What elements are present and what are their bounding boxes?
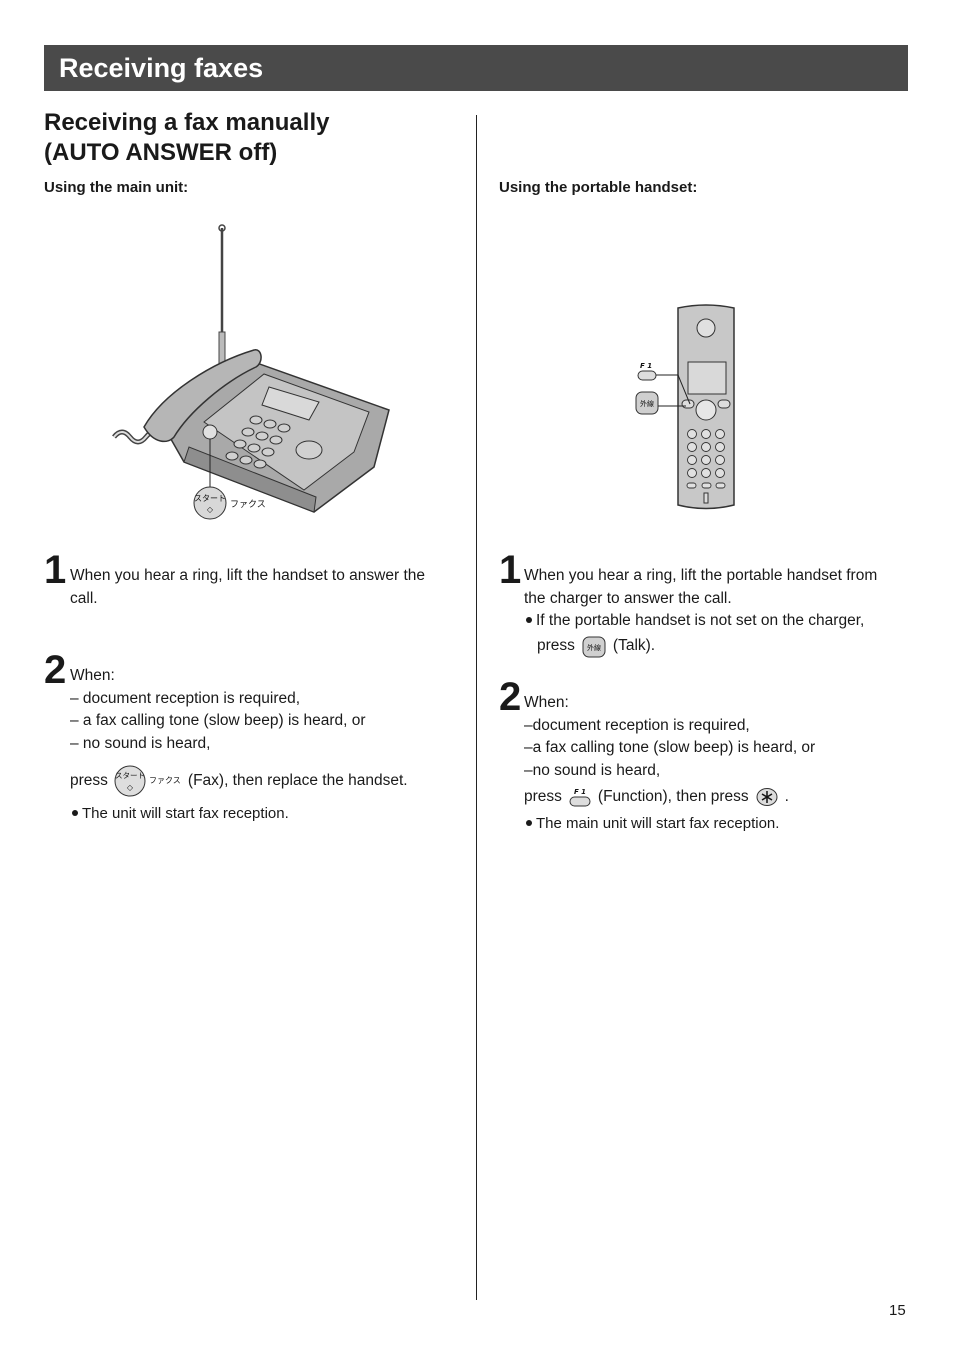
right-step1-press: press (537, 637, 575, 655)
right-step1-line2: the charger to answer the call. (524, 589, 732, 607)
left-step2-after: (Fax), then replace the handset. (187, 771, 408, 789)
talk-button-icon: 外線 (582, 636, 606, 657)
section-title: Receiving a fax manually (AUTO ANSWER of… (44, 108, 464, 168)
fax-start-button-fax-label: ファクス (149, 776, 181, 785)
left-step2-text: When: – document reception is required, … (70, 665, 408, 826)
left-step1-line1: When you hear a ring, lift the handset t… (70, 567, 425, 584)
right-step2-bullet: The main unit will start fax reception. (524, 813, 815, 836)
right-step2-when: When: (524, 694, 569, 711)
left-step2-number: 2 (44, 648, 67, 692)
function-button-label: F 1 (574, 788, 586, 796)
fax-start-button-icon: スタート ◇ ファクス (114, 765, 181, 797)
right-step1-bullet-text: If the portable handset is not set on th… (536, 612, 865, 629)
left-step2-bullet-text: The unit will start fax reception. (82, 805, 289, 822)
svg-text:◇: ◇ (127, 783, 134, 792)
fax-start-button-label: スタート (115, 771, 145, 780)
right-step2-item: –document reception is required, (524, 716, 750, 734)
function-button-icon: F 1 (569, 788, 591, 807)
banner-title: Receiving faxes (59, 53, 264, 83)
page-banner: Receiving faxes (44, 45, 908, 91)
right-step1-bullet: If the portable handset is not set on th… (524, 610, 877, 633)
right-step2-item: –a fax calling tone (slow beep) is heard… (524, 739, 816, 756)
right-step1-press-row: press 外線 (Talk). (524, 635, 877, 659)
talk-button-label: 外線 (587, 643, 601, 652)
talk-label: 外線 (640, 399, 654, 408)
star-button-icon (756, 788, 778, 807)
left-step1-text: When you hear a ring, lift the handset t… (70, 565, 425, 610)
right-step2-middle: (Function), then press (597, 788, 749, 805)
left-step1-line2: call. (70, 589, 98, 607)
left-step1-number: 1 (44, 548, 67, 592)
right-subhead: Using the portable handset: (499, 179, 698, 196)
right-step1-number: 1 (499, 548, 522, 592)
right-step2-press-row: press F 1 (Function), then press . (524, 786, 815, 809)
start-label: スタート (194, 494, 226, 503)
right-step2-bullet-text: The main unit will start fax reception. (536, 814, 780, 832)
left-step2-item: – document reception is required, (70, 689, 301, 707)
svg-text:◇: ◇ (207, 505, 214, 514)
page-number: 15 (889, 1302, 906, 1319)
right-step2-text: When: –document reception is required, –… (524, 692, 815, 835)
left-step2-when: When: (70, 667, 115, 684)
f1-label: F 1 (640, 362, 652, 370)
right-step2-item: –no sound is heard, (524, 761, 661, 779)
right-step1-text: When you hear a ring, lift the portable … (524, 565, 877, 659)
portable-handset-illustration: F 1 外線 (635, 304, 735, 510)
right-step1-line1: When you hear a ring, lift the portable … (524, 567, 878, 584)
section-title-line2: (AUTO ANSWER off) (44, 139, 278, 166)
left-subhead: Using the main unit: (44, 179, 189, 196)
column-divider (476, 115, 477, 1300)
left-step2-press-row: press スタート ◇ ファクス (Fax), then replace th… (70, 763, 408, 799)
right-step1-after: (Talk). (612, 637, 656, 655)
right-step2-press: press (524, 788, 562, 805)
fax-machine-illustration: スタート ◇ ファクス (112, 224, 390, 520)
right-step2-end: . (784, 788, 789, 805)
left-step2-item: – a fax calling tone (slow beep) is hear… (70, 712, 366, 729)
fax-label: ファクス (230, 499, 266, 510)
left-step2-bullet: The unit will start fax reception. (70, 803, 408, 826)
left-step2-press: press (70, 771, 108, 789)
right-step2-number: 2 (499, 675, 522, 719)
left-step2-item: – no sound is heard, (70, 734, 211, 752)
section-title-line1: Receiving a fax manually (44, 109, 330, 136)
